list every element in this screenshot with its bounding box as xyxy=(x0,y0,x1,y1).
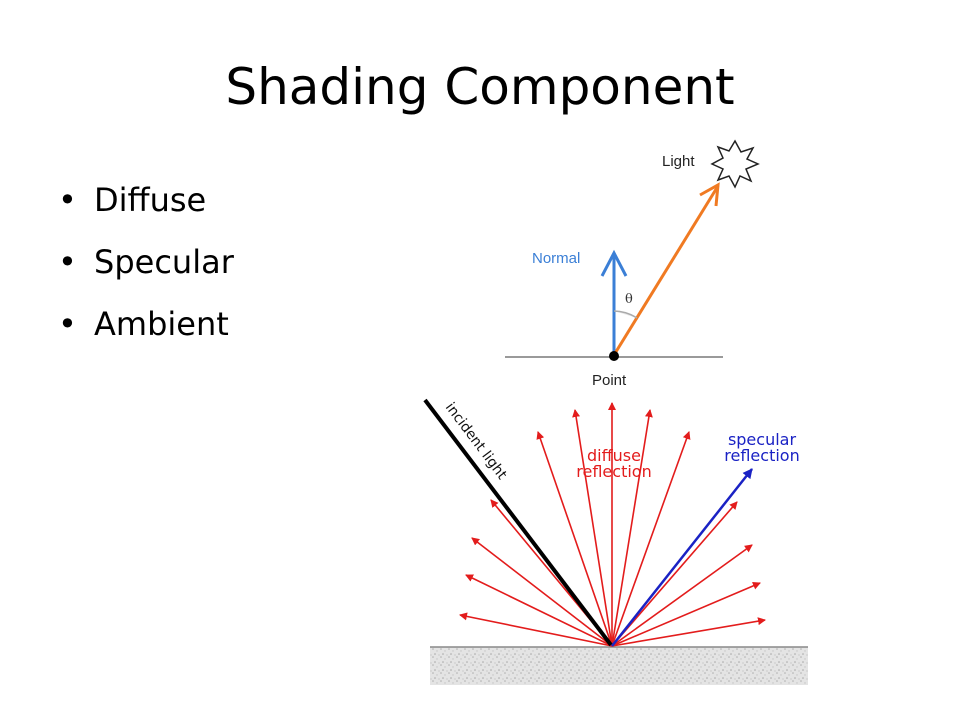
light-source-icon xyxy=(710,139,760,189)
diffuse-ray xyxy=(465,574,613,647)
diffuse-ray xyxy=(459,612,613,647)
ground-texture xyxy=(430,647,808,685)
diffuse-label-line2: reflection xyxy=(576,462,651,481)
light-label: Light xyxy=(662,153,695,170)
specular-reflection-arrow xyxy=(611,468,753,647)
diffuse-ray xyxy=(611,409,653,647)
diffuse-ray xyxy=(536,431,613,647)
slide-title: Shading Component xyxy=(225,58,735,116)
diffuse-rays xyxy=(459,402,766,647)
diffuse-ray xyxy=(611,582,761,647)
diffuse-ray xyxy=(572,409,613,647)
normal-arrowhead xyxy=(600,249,628,277)
diffuse-ray xyxy=(471,537,613,647)
specular-label-line1: specular xyxy=(728,430,797,449)
diffuse-ray xyxy=(611,544,753,647)
incident-light-ray xyxy=(423,398,613,647)
diffuse-ray xyxy=(611,617,766,647)
angle-arc xyxy=(613,310,638,319)
point-label: Point xyxy=(592,372,627,389)
light-arrow xyxy=(612,185,720,356)
bullet-item-ambient: •Ambient xyxy=(58,305,229,343)
bullet-item-diffuse: •Diffuse xyxy=(58,181,207,219)
angle-label: θ xyxy=(625,292,633,307)
diffuse-ray xyxy=(611,501,738,647)
light-arrowhead xyxy=(699,182,720,207)
incident-light-label: incident light xyxy=(442,400,510,483)
normal-label: Normal xyxy=(532,250,580,267)
light-normal-diagram: θ Point Normal Light xyxy=(505,139,760,389)
diffuse-label-line1: diffuse xyxy=(587,446,641,465)
specular-label-line2: reflection xyxy=(724,446,799,465)
diffuse-ray xyxy=(611,431,691,647)
bullet-item-specular: •Specular xyxy=(58,243,234,281)
bullet-list: •Diffuse •Specular •Ambient xyxy=(58,176,234,362)
point-dot xyxy=(609,351,619,361)
reflection-diagram: incident light diffuse reflection specul… xyxy=(423,398,808,685)
